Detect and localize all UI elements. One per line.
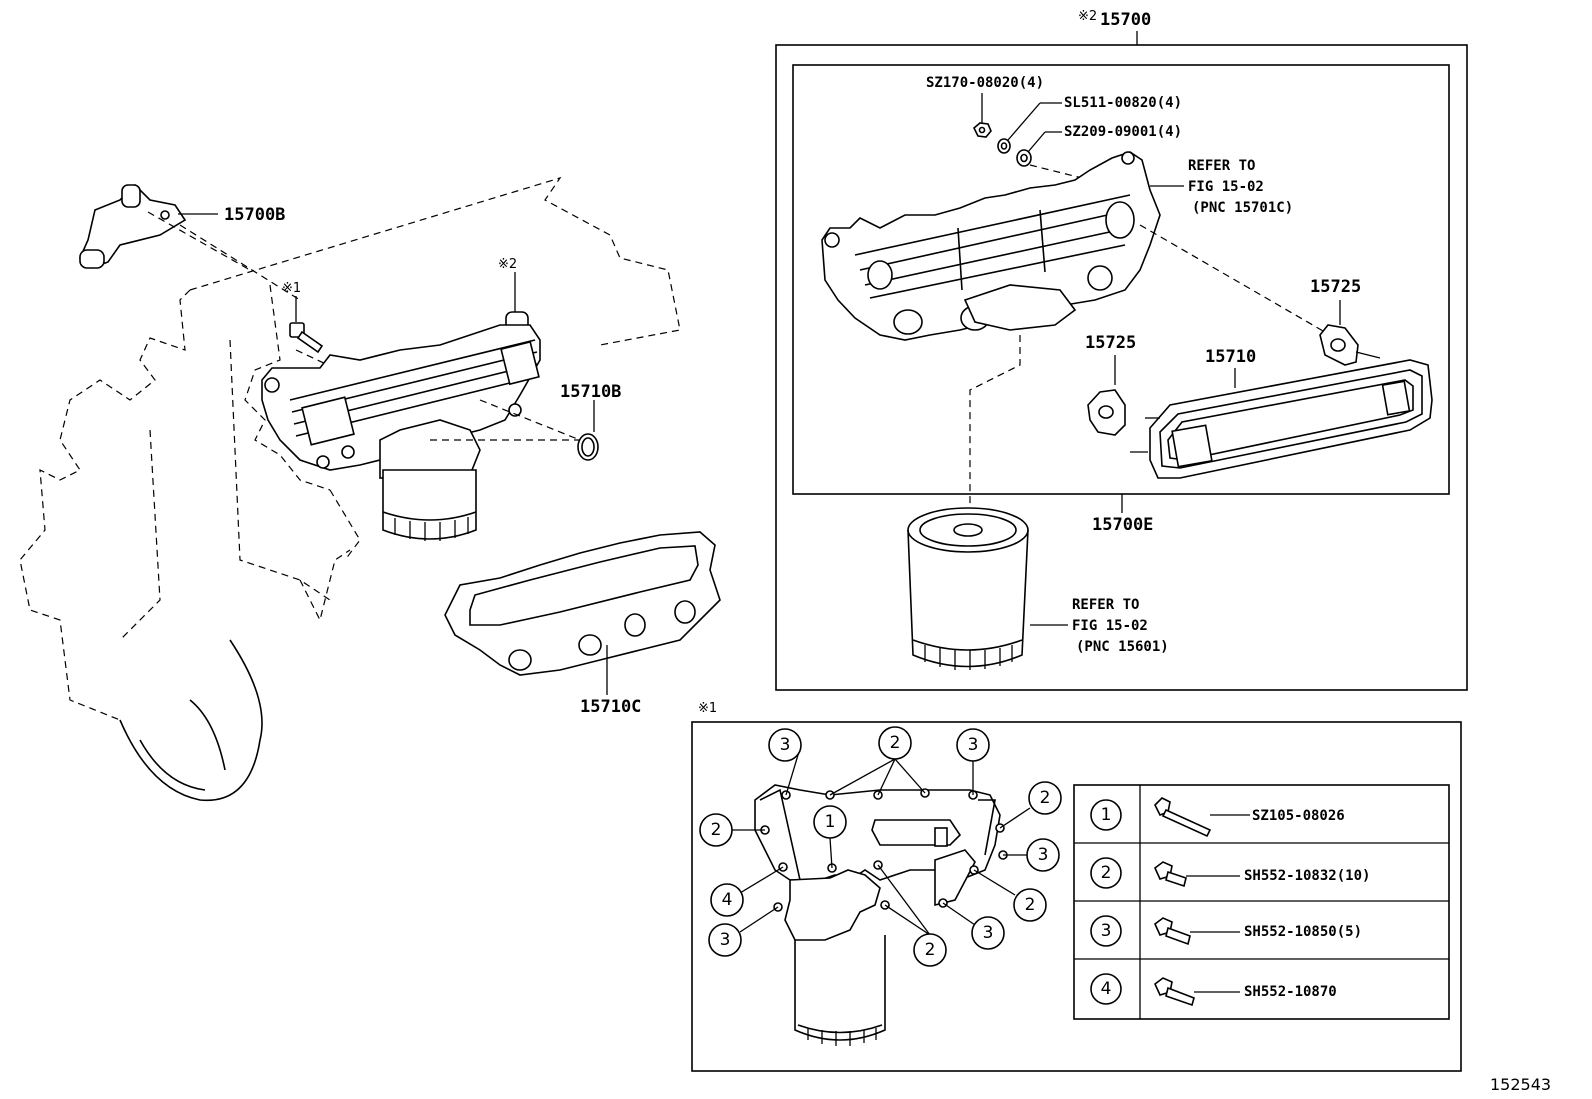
refer-cooler-line2: FIG 15-02 xyxy=(1188,179,1264,195)
label-plain-washer: SZ209-09001(4) xyxy=(1064,124,1182,140)
oil-cooler-assembly-left xyxy=(261,324,541,479)
washer-icon xyxy=(1016,149,1032,167)
bolt-callout: 3 xyxy=(956,728,990,762)
bolt-table-row: 3 SH552-10850(5) xyxy=(1090,915,1362,947)
oil-filter-right xyxy=(907,507,1029,670)
bolt-table-row: 4 SH552-10870 xyxy=(1090,973,1337,1007)
bolt-icon xyxy=(289,322,324,354)
bolt-icon xyxy=(1154,917,1191,946)
gasket-15710C xyxy=(444,531,721,676)
refer-filter-line3: (PNC 15601) xyxy=(1076,639,1169,655)
svg-text:3: 3 xyxy=(1101,921,1112,941)
label-15700: 15700 xyxy=(1100,10,1151,30)
bolt-table xyxy=(1073,784,1450,1020)
bolt-callout: 2 xyxy=(1028,781,1062,815)
sub-assembly-15700E-frame xyxy=(792,64,1450,495)
hex-nut-icon xyxy=(973,122,992,138)
bolt-callout: 2 xyxy=(913,933,947,967)
bolt-callout: 3 xyxy=(1026,838,1060,872)
bolt-icon xyxy=(1154,861,1187,888)
bolt-callout: 2 xyxy=(1013,888,1047,922)
label-spring-washer: SL511-00820(4) xyxy=(1064,95,1182,111)
svg-text:2: 2 xyxy=(890,733,901,753)
bolt-part-number: SH552-10870 xyxy=(1244,984,1337,1000)
assembly-15700-frame xyxy=(775,44,1468,691)
bolt-callout: 4 xyxy=(710,883,744,917)
refer-filter-line2: FIG 15-02 xyxy=(1072,618,1148,634)
label-15700E: 15700E xyxy=(1092,515,1153,535)
svg-text:2: 2 xyxy=(1040,788,1051,808)
bolt-layout-frame xyxy=(691,721,1462,1072)
svg-text:3: 3 xyxy=(1038,845,1049,865)
label-15700B: 15700B xyxy=(224,205,285,225)
oil-filter-left xyxy=(382,469,477,541)
svg-text:3: 3 xyxy=(720,930,731,950)
bolt-callout: 1 xyxy=(813,805,847,839)
bolt-part-number: SH552-10832(10) xyxy=(1244,868,1370,884)
gasket-15725-right xyxy=(1319,324,1381,366)
svg-text:4: 4 xyxy=(1101,979,1112,999)
label-15710: 15710 xyxy=(1205,347,1256,367)
bolt-table-row: 2 SH552-10832(10) xyxy=(1090,857,1370,889)
bolt-part-number: SZ105-08026 xyxy=(1252,808,1345,824)
svg-text:2: 2 xyxy=(925,940,936,960)
bolt-layout-drawing xyxy=(754,784,1008,1046)
refer-filter-line1: REFER TO xyxy=(1072,597,1139,613)
svg-text:2: 2 xyxy=(1025,895,1036,915)
oring-15710B xyxy=(577,433,599,461)
note-mark-2: ※2 xyxy=(498,257,517,272)
oil-cooler-housing xyxy=(821,151,1161,341)
svg-text:3: 3 xyxy=(983,923,994,943)
svg-text:2: 2 xyxy=(711,820,722,840)
label-15710B: 15710B xyxy=(560,382,621,402)
label-15725-right: 15725 xyxy=(1310,277,1361,297)
washer-icon xyxy=(997,138,1011,154)
bolt-callout: 2 xyxy=(878,726,912,760)
svg-text:4: 4 xyxy=(722,890,733,910)
refer-cooler-line1: REFER TO xyxy=(1188,158,1255,174)
svg-text:1: 1 xyxy=(825,812,836,832)
engine-block-outline xyxy=(19,176,681,802)
gasket-15725-left xyxy=(1087,389,1126,436)
note-mark-1: ※1 xyxy=(282,281,301,296)
bolt-callout: 3 xyxy=(768,728,802,762)
bolt-icon xyxy=(1154,977,1195,1007)
bracket-15700B xyxy=(79,183,301,301)
cooler-element-15710 xyxy=(1130,359,1433,479)
label-15710C: 15710C xyxy=(580,697,641,717)
bolt-callout: 3 xyxy=(708,923,742,957)
bolt-callout: 2 xyxy=(699,813,733,847)
refer-cooler-line3: (PNC 15701C) xyxy=(1192,200,1293,216)
bolt-callout: 3 xyxy=(971,916,1005,950)
svg-text:1: 1 xyxy=(1101,805,1112,825)
svg-text:3: 3 xyxy=(968,735,979,755)
svg-text:3: 3 xyxy=(780,735,791,755)
bolt-icon xyxy=(1154,797,1212,838)
bolt-part-number: SH552-10850(5) xyxy=(1244,924,1362,940)
svg-text:2: 2 xyxy=(1101,863,1112,883)
note-mark-2-assy: ※2 xyxy=(1078,9,1097,24)
diagram-id: 152543 xyxy=(1490,1075,1551,1094)
label-nut: SZ170-08020(4) xyxy=(926,75,1044,91)
label-15725-left: 15725 xyxy=(1085,333,1136,353)
bolt-table-row: 1 SZ105-08026 xyxy=(1090,797,1345,838)
note-mark-1-bolts: ※1 xyxy=(698,701,717,716)
